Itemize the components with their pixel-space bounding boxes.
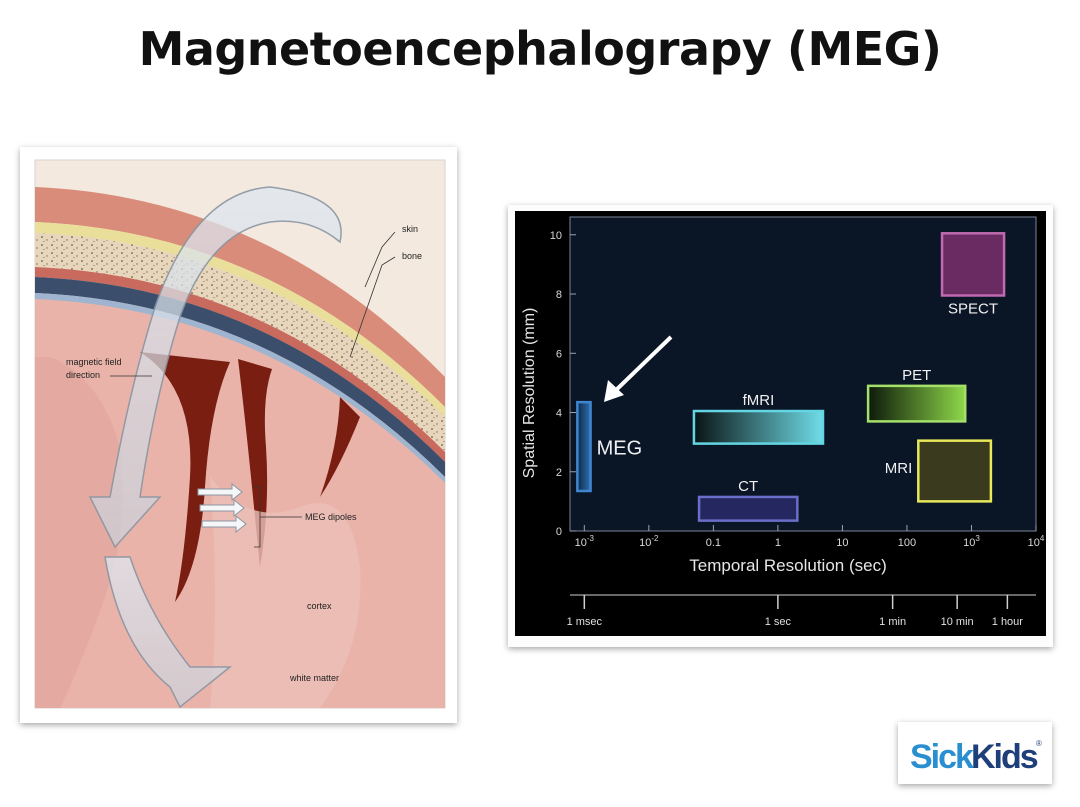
y-tick-label: 0 bbox=[556, 526, 562, 538]
logo-text-kids: Kids bbox=[971, 738, 1038, 776]
time-scale-label: 1 min bbox=[879, 616, 906, 628]
region-label-mri: MRI bbox=[885, 460, 913, 477]
region-label-spect: SPECT bbox=[948, 301, 998, 318]
time-scale: 1 msec 1 sec 1 min 10 min 1 hour bbox=[567, 594, 1036, 628]
axes-layer: 0 2 4 6 8 10 10-3 10-2 0.1 1 10 100 103 104 bbox=[550, 230, 1045, 549]
time-scale-label: 1 hour bbox=[992, 616, 1024, 628]
y-tick-label: 8 bbox=[556, 289, 562, 301]
brain-illustration: skin bone magnetic field direction MEG d… bbox=[34, 159, 446, 709]
x-tick-label: 0.1 bbox=[706, 537, 721, 549]
region-label-pet: PET bbox=[902, 367, 931, 384]
white-matter-label: white matter bbox=[289, 673, 339, 683]
y-tick-label: 2 bbox=[556, 467, 562, 479]
magnetic-field-label-line2: direction bbox=[66, 370, 100, 380]
regions-layer: MEG fMRI CT PET MRI SPECT bbox=[576, 232, 1006, 522]
magnetic-field-label-line1: magnetic field bbox=[66, 357, 122, 367]
region-spect bbox=[940, 232, 1006, 297]
y-tick-label: 4 bbox=[556, 408, 562, 420]
skin-label: skin bbox=[402, 224, 418, 234]
x-tick-label: 10-2 bbox=[639, 534, 659, 549]
time-scale-label: 10 min bbox=[941, 616, 974, 628]
region-pet bbox=[866, 384, 967, 423]
meg-dipole-arrows bbox=[197, 482, 247, 534]
x-tick-label: 10 bbox=[836, 537, 848, 549]
pointer-arrow-head bbox=[604, 380, 624, 402]
x-tick-label: 100 bbox=[898, 537, 916, 549]
cortex-label: cortex bbox=[307, 601, 332, 611]
x-tick-label: 103 bbox=[963, 534, 980, 549]
brain-illustration-frame: skin bone magnetic field direction MEG d… bbox=[20, 147, 457, 723]
logo-text-sick: Sick bbox=[910, 738, 974, 776]
region-label-ct: CT bbox=[738, 478, 758, 495]
time-scale-label: 1 msec bbox=[567, 616, 603, 628]
resolution-chart-frame: MEG fMRI CT PET MRI SPECT 0 2 4 6 8 10 10-3 10-2 0.1 1… bbox=[508, 205, 1053, 647]
x-tick-label: 1 bbox=[775, 537, 781, 549]
head-layers bbox=[35, 187, 445, 483]
x-tick-label: 10-3 bbox=[575, 534, 595, 549]
meg-dipoles-label: MEG dipoles bbox=[305, 512, 357, 522]
region-fmri bbox=[692, 409, 825, 445]
bone-label: bone bbox=[402, 251, 422, 261]
y-tick-label: 6 bbox=[556, 348, 562, 360]
pointer-arrow-shaft bbox=[611, 335, 673, 395]
x-axis-title: Temporal Resolution (sec) bbox=[689, 556, 886, 575]
region-mri bbox=[917, 439, 993, 503]
magnetic-field-arrow bbox=[88, 186, 342, 709]
y-tick-label: 10 bbox=[550, 230, 562, 242]
y-axis-title: Spatial Resolution (mm) bbox=[521, 308, 538, 479]
resolution-chart: MEG fMRI CT PET MRI SPECT 0 2 4 6 8 10 10-3 10-2 0.1 1… bbox=[515, 211, 1046, 636]
region-label-fmri: fMRI bbox=[743, 392, 775, 409]
time-scale-label: 1 sec bbox=[765, 616, 792, 628]
sickkids-logo: Sick Kids ® bbox=[898, 722, 1052, 784]
logo-registered-mark: ® bbox=[1036, 739, 1042, 748]
region-label-meg: MEG bbox=[597, 438, 643, 460]
x-tick-label: 104 bbox=[1028, 534, 1045, 549]
slide-title: Magnetoencephalograpy (MEG) bbox=[138, 22, 942, 76]
region-ct bbox=[697, 495, 799, 522]
region-meg bbox=[576, 400, 592, 493]
